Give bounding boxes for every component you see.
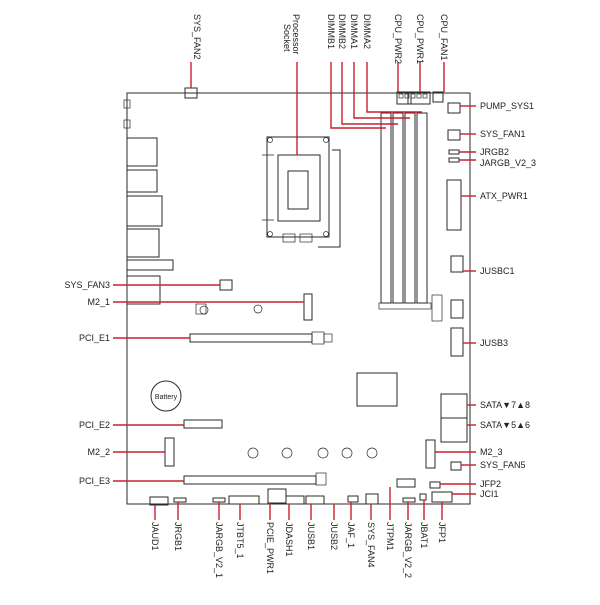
label-pci-e3: PCI_E3 — [79, 476, 110, 486]
label-jrgb1: JRGB1 — [173, 522, 183, 551]
label-jusbc1: JUSBC1 — [480, 266, 515, 276]
label-m2-2: M2_2 — [87, 447, 110, 457]
label-jargb-v2-3: JARGB_V2_3 — [480, 158, 536, 168]
left-labels: SYS_FAN3 M2_1 PCI_E1 PCI_E2 M2_2 PCI_E3 — [64, 280, 110, 486]
dimm-slots — [378, 112, 443, 322]
rear-io — [126, 137, 174, 305]
label-jusb1: JUSB1 — [306, 522, 316, 550]
label-jci1: JCI1 — [480, 489, 499, 499]
atx-power-connector — [446, 179, 462, 231]
m2-2-slot — [164, 437, 175, 467]
label-jargb-v2-1: JARGB_V2_1 — [214, 522, 224, 578]
chipset — [356, 372, 398, 407]
label-pcie-pwr1: PCIE_PWR1 — [265, 522, 275, 574]
label-cpu-pwr1: CPU_PWR1 — [415, 14, 425, 64]
label-jusb3: JUSB3 — [480, 338, 508, 348]
cpu-power-connectors — [396, 91, 431, 105]
processor-socket — [262, 136, 341, 248]
label-pci-e1: PCI_E1 — [79, 333, 110, 343]
label-m2-3: M2_3 — [480, 447, 503, 457]
top-labels: SYS_FAN2 Processor Socket DIMMB1 DIMMB2 … — [192, 14, 449, 64]
m2-3-slot — [425, 439, 436, 469]
label-sys-fan3: SYS_FAN3 — [64, 280, 110, 290]
label-sata-7-8: SATA▼7▲8 — [480, 400, 530, 410]
label-jdash1: JDASH1 — [284, 522, 294, 557]
label-dimmb2: DIMMB2 — [337, 14, 347, 49]
pcie-e1-slot — [189, 331, 333, 345]
label-processor-socket-line1: Processor — [291, 14, 301, 55]
cpu-fan1-header — [432, 91, 444, 103]
label-dimmb1: DIMMB1 — [326, 14, 336, 49]
label-dimma1: DIMMA1 — [349, 14, 359, 49]
bottom-labels: JAUD1 JRGB1 JARGB_V2_1 JTBT5_1 PCIE_PWR1… — [150, 522, 447, 578]
label-jaud1: JAUD1 — [150, 522, 160, 551]
jusb-connector-right — [450, 299, 464, 319]
sata-5-6-connector — [440, 417, 468, 443]
jusb3-connector — [450, 327, 464, 357]
label-pump-sys1: PUMP_SYS1 — [480, 101, 534, 111]
jargb-v2-3-header — [448, 157, 460, 163]
sys-fan3-header — [219, 279, 233, 291]
pcie-e2-slot — [183, 419, 223, 429]
label-pci-e2: PCI_E2 — [79, 420, 110, 430]
pump-sys1-header — [447, 102, 461, 114]
battery — [150, 380, 182, 412]
battery-label: Battery — [155, 394, 178, 401]
m2-standoff-block — [195, 303, 207, 315]
label-sys-fan2: SYS_FAN2 — [192, 14, 202, 60]
label-atx-pwr1: ATX_PWR1 — [480, 191, 528, 201]
label-jfp1: JFP1 — [437, 522, 447, 543]
label-jtbt5-1: JTBT5_1 — [235, 522, 245, 559]
label-cpu-fan1: CPU_FAN1 — [439, 14, 449, 61]
label-dimma2: DIMMA2 — [362, 14, 372, 49]
mount-notch — [123, 119, 131, 129]
pcie-e3-slot — [183, 472, 327, 486]
label-sys-fan1: SYS_FAN1 — [480, 129, 526, 139]
label-sata-5-6: SATA▼5▲6 — [480, 420, 530, 430]
label-jaf-1: JAF_1 — [346, 522, 356, 548]
jusbc1-connector — [450, 255, 464, 273]
m2-1-slot — [303, 293, 313, 321]
sata-7-8-connector — [440, 393, 468, 419]
standoff-circles — [247, 447, 378, 459]
mount-notch — [123, 99, 131, 109]
label-jfp2: JFP2 — [480, 479, 501, 489]
label-jrgb2: JRGB2 — [480, 147, 509, 157]
sys-fan1-header — [447, 129, 461, 141]
right-labels: PUMP_SYS1 SYS_FAN1 JRGB2 JARGB_V2_3 ATX_… — [480, 101, 536, 499]
label-jusb2: JUSB2 — [329, 522, 339, 550]
label-jbat1: JBAT1 — [419, 522, 429, 548]
label-jtpm1: JTPM1 — [385, 522, 395, 551]
label-processor-socket-line2: Socket — [282, 24, 292, 52]
label-sys-fan5: SYS_FAN5 — [480, 460, 526, 470]
label-sys-fan4: SYS_FAN4 — [366, 522, 376, 568]
label-cpu-pwr2: CPU_PWR2 — [393, 14, 403, 64]
board: Battery — [123, 87, 471, 506]
label-m2-1: M2_1 — [87, 297, 110, 307]
callout-lines — [113, 62, 476, 520]
jrgb2-header — [448, 149, 460, 155]
label-jargb-v2-2: JARGB_V2_2 — [403, 522, 413, 578]
